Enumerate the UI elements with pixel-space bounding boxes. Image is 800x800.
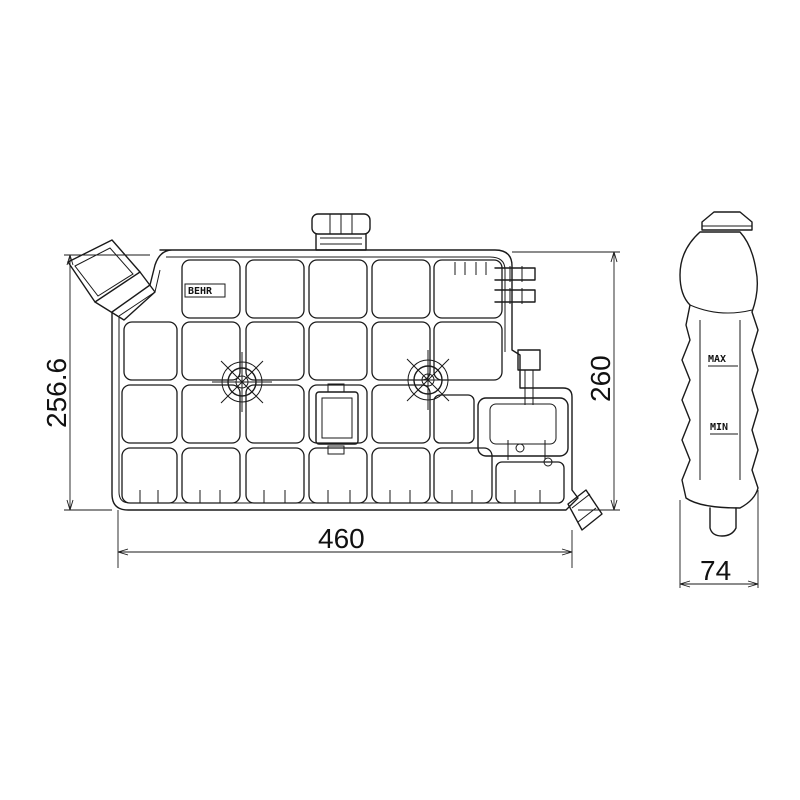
pressure-cap [311, 213, 371, 251]
center-window [315, 383, 359, 455]
dimension-height-right: 260 [512, 251, 620, 511]
level-sensor [477, 349, 569, 467]
brand-mark: BEHR [188, 286, 213, 297]
tank-outline [111, 249, 579, 511]
side-view: MAX MIN 74 [679, 211, 759, 588]
max-level-mark: MAX [708, 354, 726, 365]
length-label: 460 [318, 523, 365, 554]
front-view: BEHR [41, 213, 620, 568]
filler-neck [67, 239, 156, 321]
dimension-height-left: 256.6 [41, 254, 150, 511]
rib-cells [121, 259, 565, 504]
dimension-depth: 74 [679, 490, 759, 588]
sensor-boss-right [398, 350, 458, 410]
min-level-mark: MIN [710, 422, 728, 433]
depth-label: 74 [700, 555, 731, 586]
height-left-label: 256.6 [41, 358, 72, 428]
side-body-outline [679, 231, 759, 509]
height-right-label: 260 [585, 355, 616, 402]
dimension-length: 460 [117, 510, 573, 568]
hose-connectors [494, 266, 536, 304]
side-cap [701, 211, 753, 231]
sensor-boss-left [212, 352, 272, 412]
